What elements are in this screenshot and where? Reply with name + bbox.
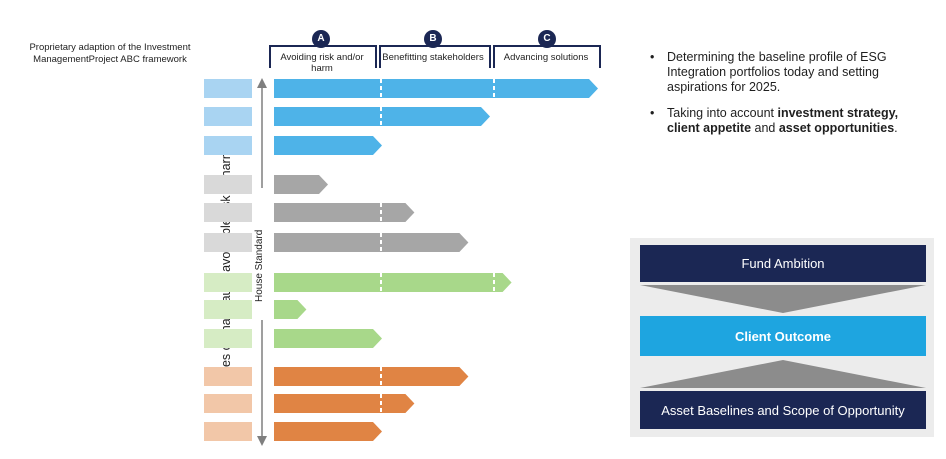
progress-arrow <box>274 422 382 441</box>
category-technology: Technology and Infrastructure <box>18 285 174 333</box>
row-marker <box>204 107 252 126</box>
row-marker <box>204 203 252 222</box>
progress-arrow <box>274 273 512 292</box>
bullet-list: Determining the baseline profile of ESG … <box>650 50 925 147</box>
category-governance: Governance and Engagement <box>18 376 174 424</box>
column-c-label: Advancing solutions <box>503 52 589 63</box>
bullet-item: Taking into account investment strategy,… <box>650 106 925 136</box>
progress-arrow <box>274 300 307 319</box>
client-outcome-label: Client Outcome <box>734 328 832 344</box>
bullet-text-2-bold2: asset opportunities <box>778 121 895 135</box>
bullet-text-2-bold1: investment strategy, client appetite <box>667 106 899 135</box>
progress-arrow <box>274 136 382 155</box>
progress-arrow <box>274 203 415 222</box>
row-marker <box>204 367 252 386</box>
column-a-label: Avoiding risk and/or harm <box>280 52 364 74</box>
progress-arrow <box>274 79 598 98</box>
bullet-text-2-post: . <box>894 121 898 135</box>
row-marker <box>204 273 252 292</box>
row-marker <box>204 300 252 319</box>
column-a-badge: A <box>312 30 330 48</box>
framework-caption: Proprietary adaption of the Investment M… <box>29 42 191 65</box>
column-c-badge: C <box>538 30 556 48</box>
progress-arrow <box>274 394 415 413</box>
row-marker <box>204 422 252 441</box>
bullet-text-1: Determining the baseline profile of ESG … <box>667 50 887 94</box>
column-b-badge: B <box>424 30 442 48</box>
category-demographics: Demographics <box>18 189 174 237</box>
progress-arrow <box>274 233 469 252</box>
category-technology-label: Technology and Infrastructure <box>28 293 127 324</box>
funnel-down <box>640 285 926 313</box>
row-marker <box>204 233 252 252</box>
progress-arrow <box>274 175 328 194</box>
axis-arrow <box>257 78 267 446</box>
row-marker <box>204 79 252 98</box>
category-environment: Environment and Climate <box>18 91 174 139</box>
column-b-label: Benefitting stakeholders <box>382 52 484 63</box>
fund-ambition-label: Fund Ambition <box>741 256 825 271</box>
row-marker <box>204 136 252 155</box>
category-demographics-label: Demographics <box>28 205 119 220</box>
category-environment-label: Environment and Climate <box>28 99 135 130</box>
progress-arrow <box>274 329 382 348</box>
row-marker <box>204 329 252 348</box>
bullet-item: Determining the baseline profile of ESG … <box>650 50 925 95</box>
category-governance-label: Governance and Engagement <box>28 384 130 415</box>
bullet-text-2-mid: and <box>751 121 779 135</box>
asset-baselines-box: Asset Baselines and Scope of Opportunity <box>640 391 926 429</box>
row-marker <box>204 175 252 194</box>
bullet-text-2-pre: Taking into account <box>667 106 778 120</box>
asset-baselines-label: Asset Baselines and Scope of Opportunity <box>661 402 905 418</box>
fund-ambition-box: Fund Ambition <box>640 245 926 282</box>
row-marker <box>204 394 252 413</box>
progress-arrow <box>274 367 469 386</box>
client-outcome-box: Client Outcome <box>640 316 926 356</box>
funnel-up <box>640 360 926 388</box>
